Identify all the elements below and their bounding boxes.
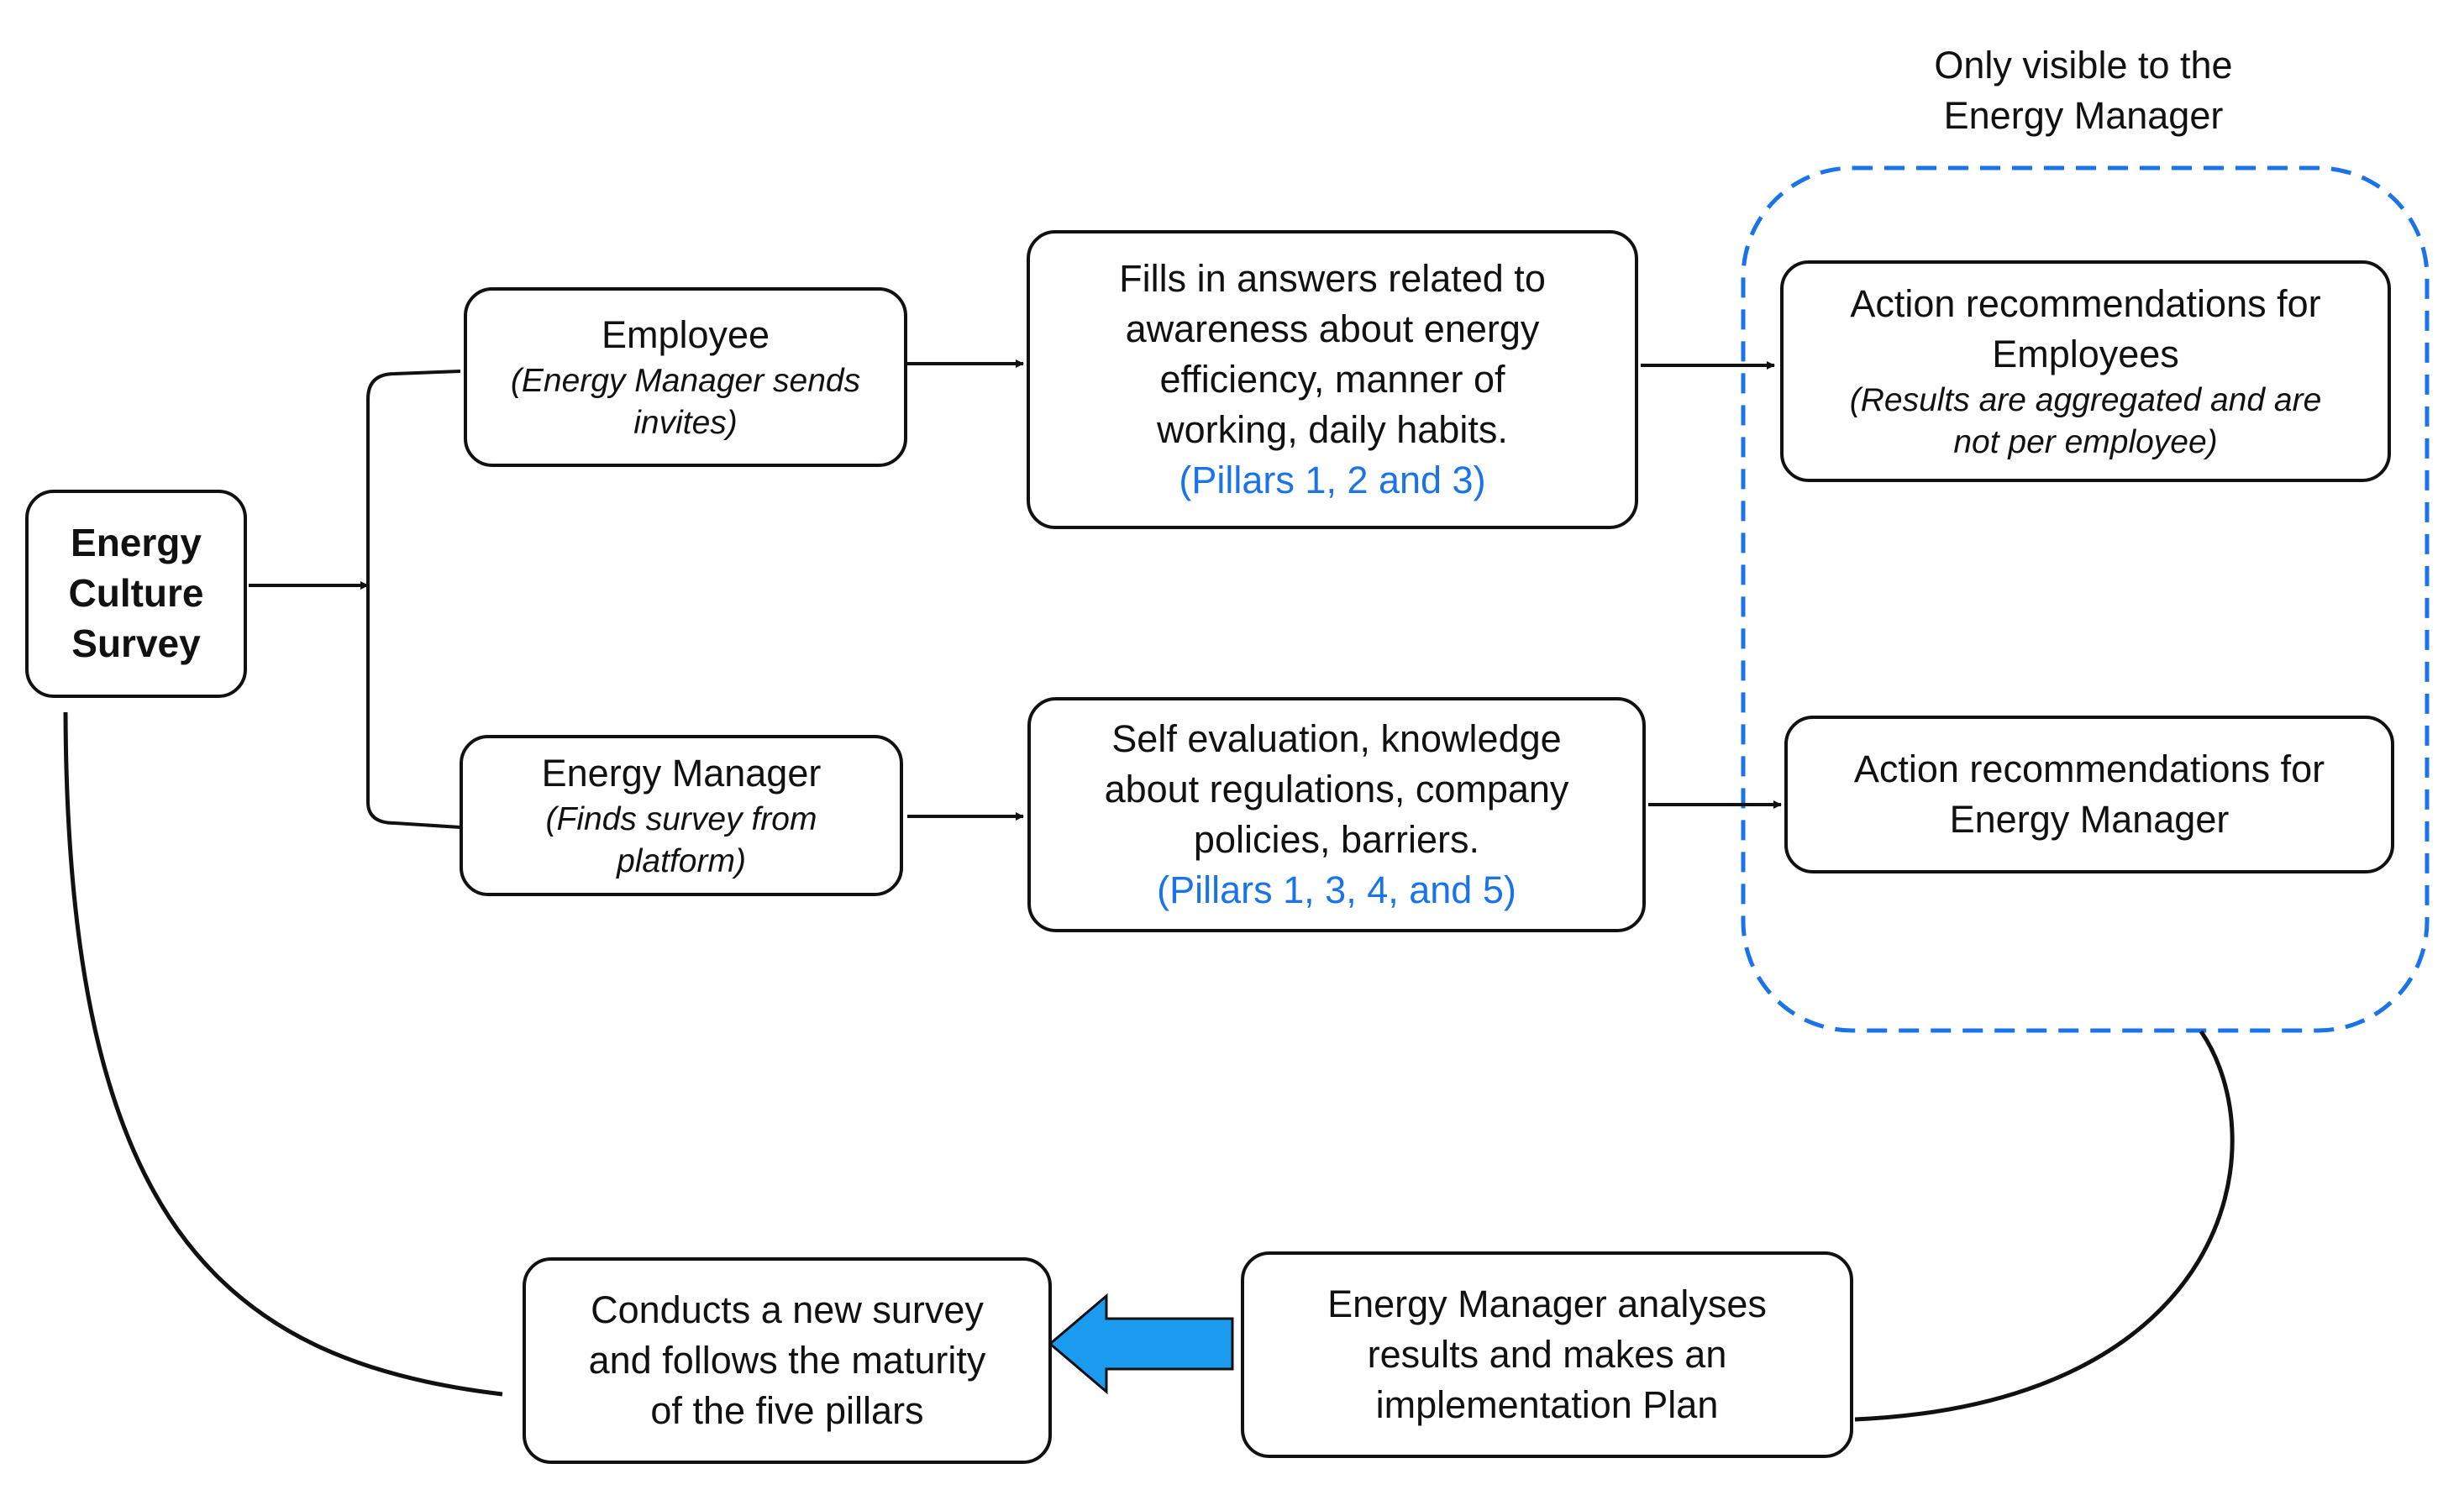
employee-answers-box: Fills in answers related to awareness ab… <box>1027 230 1638 529</box>
rec-employees-title: Action recommendations for Employees <box>1850 282 2321 376</box>
rec-employees-note: (Results are aggregated and are not per … <box>1849 381 2322 460</box>
employee-note: (Energy Manager sends invites) <box>510 363 861 441</box>
rec-manager-title: Action recommendations for Energy Manage… <box>1853 748 2325 841</box>
analysis-box: Energy Manager analyses results and make… <box>1241 1251 1853 1458</box>
employee-title: Employee <box>601 313 770 357</box>
branch-bracket <box>366 370 461 829</box>
energy-manager-box: Energy Manager (Finds survey from platfo… <box>460 735 903 896</box>
visibility-note: Only visible to the Energy Manager <box>1934 44 2233 137</box>
new-survey-box: Conducts a new survey and follows the ma… <box>523 1257 1052 1464</box>
new-survey-text: Conducts a new survey and follows the ma… <box>588 1288 986 1432</box>
energy-manager-title: Energy Manager <box>541 752 822 795</box>
energy-manager-note: (Finds survey from platform) <box>545 801 817 879</box>
manager-pillars: (Pillars 1, 3, 4, and 5) <box>1157 868 1516 911</box>
employee-pillars: (Pillars 1, 2 and 3) <box>1179 458 1486 501</box>
block-arrow-left-icon <box>1048 1293 1234 1395</box>
manager-answers-text: Self evaluation, knowledge about regulat… <box>1105 714 1569 915</box>
employee-answers-text: Fills in answers related to awareness ab… <box>1119 254 1546 505</box>
manager-answers-box: Self evaluation, knowledge about regulat… <box>1027 697 1646 932</box>
rec-employees-box: Action recommendations for Employees (Re… <box>1780 260 2391 482</box>
survey-title: Energy Culture Survey <box>68 521 204 665</box>
rec-manager-box: Action recommendations for Energy Manage… <box>1784 716 2394 873</box>
curve-new-survey-to-survey <box>63 711 503 1397</box>
analysis-text: Energy Manager analyses results and make… <box>1327 1283 1767 1426</box>
energy-culture-survey-box: Energy Culture Survey <box>25 490 247 698</box>
curve-recs-to-analysis <box>1854 1030 2235 1422</box>
visibility-region <box>1741 165 2430 1033</box>
employee-box: Employee (Energy Manager sends invites) <box>464 287 907 467</box>
